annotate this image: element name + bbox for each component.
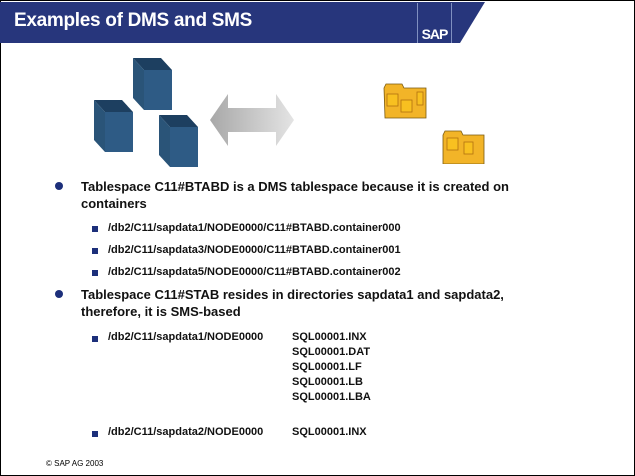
folder-icon xyxy=(442,130,485,164)
file-list: SQL00001.INX SQL00001.DAT SQL00001.LF SQ… xyxy=(292,330,371,405)
double-arrow-icon xyxy=(210,94,294,146)
cube-icon xyxy=(94,100,133,152)
folder-icon xyxy=(383,83,427,119)
container-path: /db2/C11/sapdata1/NODE0000/C11#BTABD.con… xyxy=(108,222,401,234)
square-bullet-icon xyxy=(92,226,98,232)
sap-logo: SAP xyxy=(417,3,452,43)
file-name: SQL00001.LBA xyxy=(292,391,371,403)
square-bullet-icon xyxy=(92,336,98,342)
file-name: SQL00001.INX xyxy=(292,426,367,438)
copyright-footer: © SAP AG 2003 xyxy=(46,459,104,468)
container-path: /db2/C11/sapdata5/NODE0000/C11#BTABD.con… xyxy=(108,266,401,278)
file-name: SQL00001.LF xyxy=(292,361,362,373)
square-bullet-icon xyxy=(92,270,98,276)
bullet-text: Tablespace C11#BTABD is a DMS tablespace… xyxy=(81,179,509,211)
file-name: SQL00001.LB xyxy=(292,376,363,388)
bullet-dot-icon xyxy=(55,182,63,190)
square-bullet-icon xyxy=(92,248,98,254)
container-path: /db2/C11/sapdata3/NODE0000/C11#BTABD.con… xyxy=(108,244,401,256)
file-name: SQL00001.INX xyxy=(292,331,367,343)
directory-path: /db2/C11/sapdata1/NODE0000 xyxy=(108,331,264,343)
file-name: SQL00001.DAT xyxy=(292,346,371,358)
directory-path: /db2/C11/sapdata2/NODE0000 xyxy=(108,426,264,438)
file-list: SQL00001.INX xyxy=(292,425,367,440)
cube-icon xyxy=(159,115,198,167)
sap-logo-text: SAP xyxy=(421,26,449,42)
slide-title: Examples of DMS and SMS xyxy=(14,10,253,31)
sms-directories-illustration xyxy=(383,83,485,164)
square-bullet-icon xyxy=(92,431,98,437)
bullet-text: Tablespace C11#STAB resides in directori… xyxy=(81,287,504,319)
cube-icon xyxy=(133,58,172,110)
dms-containers-illustration xyxy=(94,58,198,167)
bullet-dot-icon xyxy=(55,290,63,298)
header-band xyxy=(0,2,485,43)
